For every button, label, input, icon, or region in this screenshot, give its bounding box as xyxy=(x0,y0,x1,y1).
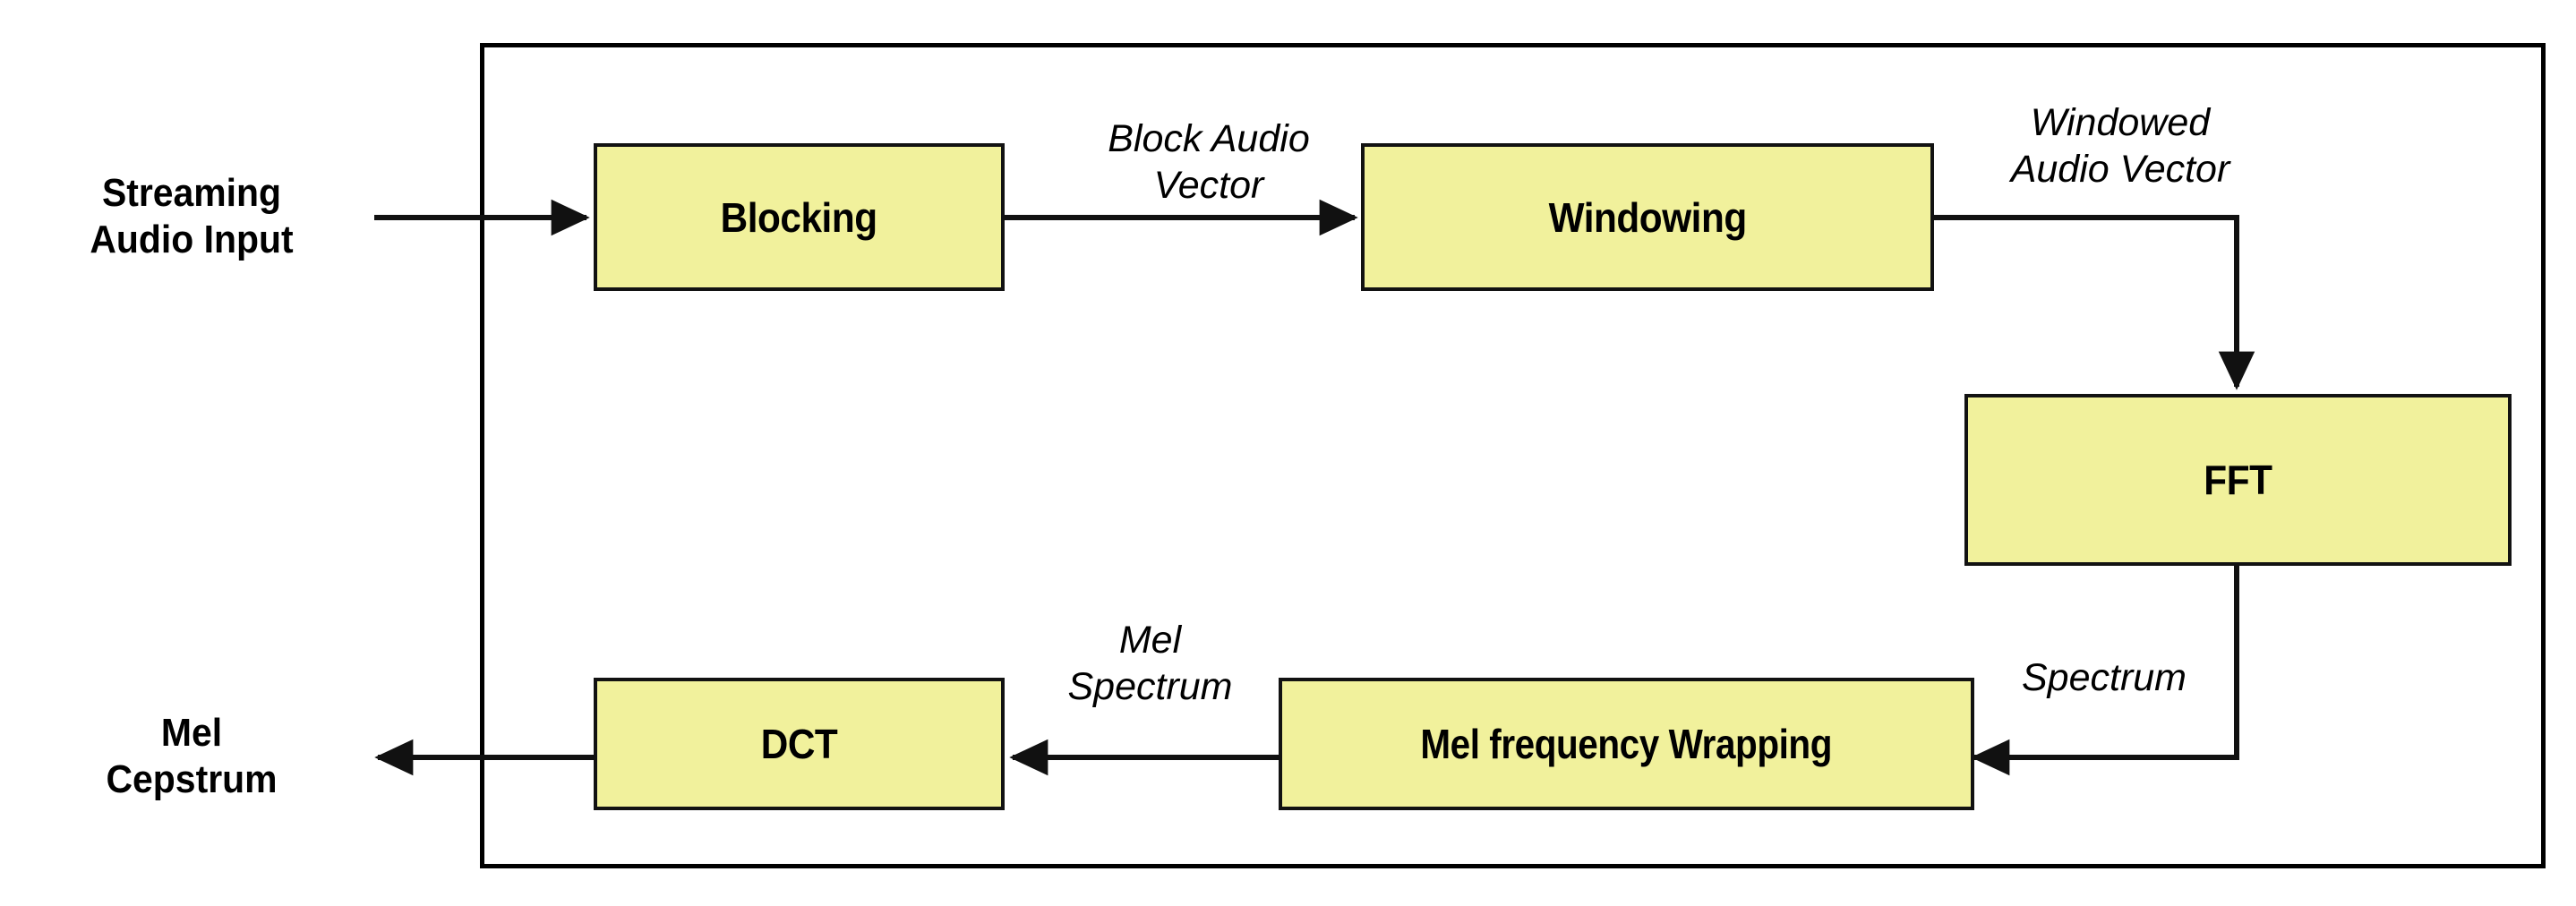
mfcc-processing-container xyxy=(480,43,2546,868)
edge-label-spectrum: Spectrum xyxy=(2021,656,2187,699)
edge-label-windowed-audio-vector: Windowed Audio Vector xyxy=(2010,101,2230,191)
node-dct-label: DCT xyxy=(760,721,838,767)
node-dct[interactable]: DCT xyxy=(594,678,1005,810)
node-blocking-label: Blocking xyxy=(720,193,878,241)
edge-label-mel-spectrum: Mel Spectrum xyxy=(1067,619,1233,708)
endpoint-streaming-audio-input: Streaming Audio Input xyxy=(90,171,294,261)
endpoint-mel-cepstrum: Mel Cepstrum xyxy=(106,711,278,801)
edge-label-block-audio-vector: Block Audio Vector xyxy=(1108,117,1310,207)
node-fft-label: FFT xyxy=(2204,457,2272,503)
node-fft[interactable]: FFT xyxy=(1964,394,2512,566)
node-windowing[interactable]: Windowing xyxy=(1361,143,1934,291)
node-blocking[interactable]: Blocking xyxy=(594,143,1005,291)
node-mel-frequency-wrapping-label: Mel frequency Wrapping xyxy=(1420,721,1833,767)
node-windowing-label: Windowing xyxy=(1548,193,1747,241)
node-mel-frequency-wrapping[interactable]: Mel frequency Wrapping xyxy=(1279,678,1974,810)
